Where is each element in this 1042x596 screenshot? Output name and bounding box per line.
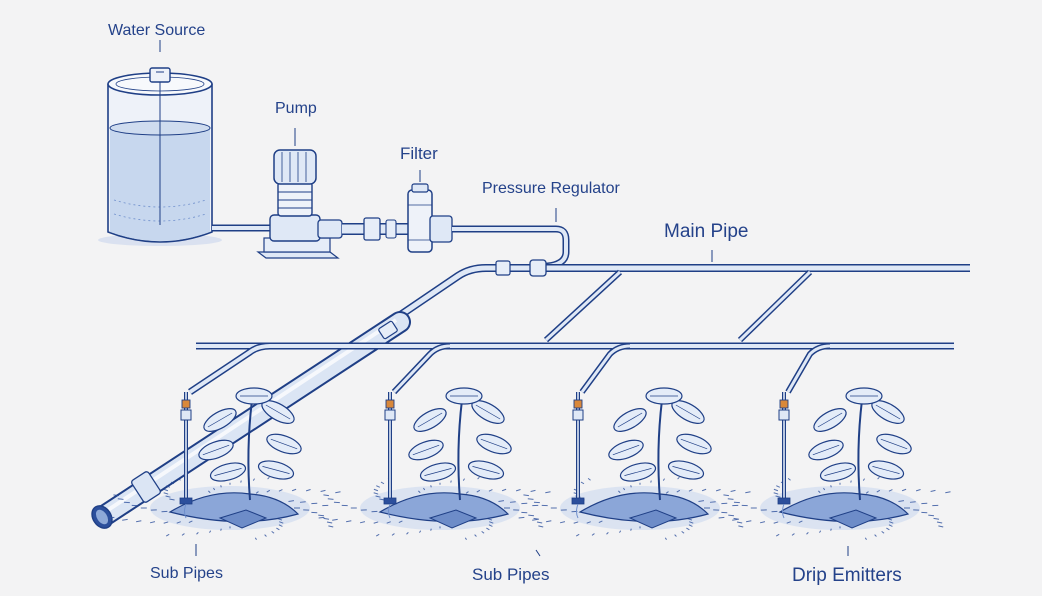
plant-4: [718, 387, 951, 540]
main-pipe: [107, 250, 970, 516]
filter: [407, 170, 453, 253]
water-tank: [98, 40, 222, 246]
water-source-label: Water Source: [108, 22, 206, 39]
pump-label: Pump: [275, 100, 317, 117]
header-pipe: [91, 311, 411, 529]
plant-2: [318, 387, 551, 540]
pressure-regulator-body: [529, 259, 547, 277]
drip-emitter-1: [179, 392, 193, 519]
sub-pipes-center-label: Sub Pipes: [472, 565, 550, 584]
main-pipe-coupling: [495, 260, 511, 276]
main-pipe-label: Main Pipe: [664, 221, 749, 242]
pump: [256, 128, 343, 259]
drip-emitters: [179, 392, 791, 519]
tank-cap: [149, 67, 171, 83]
drip-emitter-4: [777, 392, 791, 519]
drip-emitters-label: Drip Emitters: [792, 565, 902, 586]
drip-emitter-3: [571, 392, 585, 519]
sub-pipes-left-label: Sub Pipes: [150, 565, 223, 582]
filter-label: Filter: [400, 144, 438, 163]
drip-emitter-2: [383, 392, 397, 519]
regulator-feed-pipe: [452, 225, 570, 270]
plant-1: [108, 387, 341, 540]
plant-rows: [108, 387, 951, 540]
pressure-regulator-label: Pressure Regulator: [482, 180, 620, 197]
connector-pipes: [543, 269, 813, 343]
lateral-pipes: [391, 343, 831, 395]
plant-3: [518, 387, 751, 540]
